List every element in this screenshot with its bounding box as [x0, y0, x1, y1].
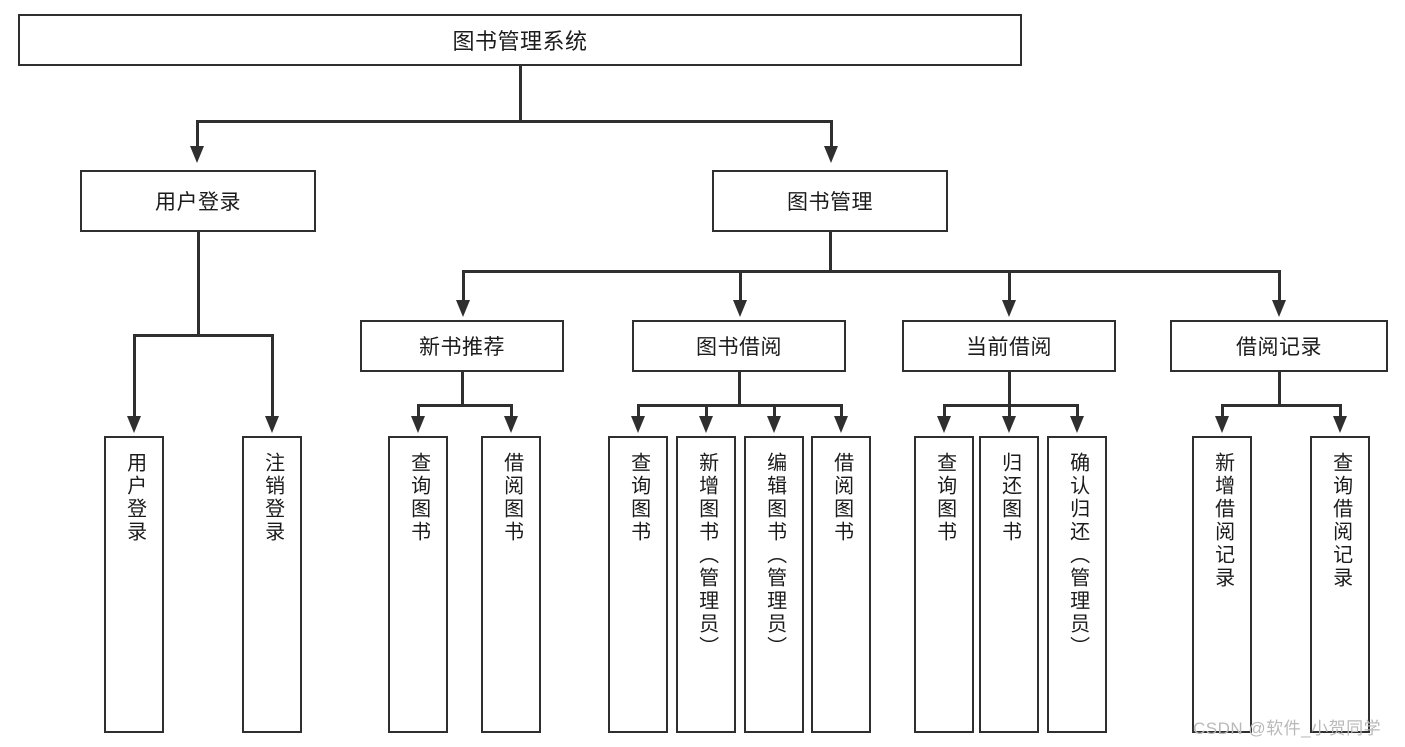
node-book-management[interactable]: 图书管理: [712, 170, 948, 232]
connector-borrow-record-leg-2: [1339, 404, 1342, 418]
connector-user-login-stem: [197, 232, 200, 336]
leaf-query-borrow-record[interactable]: 查询借阅记录: [1310, 436, 1370, 733]
leaf-add-borrow-record[interactable]: 新增借阅记录: [1192, 436, 1252, 733]
node-book-borrow[interactable]: 图书借阅: [632, 320, 846, 372]
node-label: 借阅图书: [500, 452, 523, 544]
leaf-borrow-book-recommend[interactable]: 借阅图书: [481, 436, 541, 733]
node-label: 确认归还（管理员）: [1066, 452, 1089, 659]
arrowhead-to-leaf-add-book: [699, 416, 713, 433]
connector-borrow-record-stem: [1278, 372, 1281, 406]
arrowhead-to-leaf-logout: [265, 416, 279, 433]
arrowhead-to-current-borrow: [1002, 300, 1016, 317]
connector-new-book-bus: [417, 404, 512, 407]
connector-book-borrow-leg-4: [840, 404, 843, 418]
connector-new-book-leg-2: [510, 404, 513, 418]
arrowhead-to-leaf-add-record: [1215, 416, 1229, 433]
connector-book-borrow-bus: [637, 404, 842, 407]
connector-book-manage-leg-1: [462, 270, 465, 302]
connector-new-book-stem: [461, 372, 464, 406]
arrowhead-to-book-manage: [824, 146, 838, 163]
connector-book-manage-leg-2: [739, 270, 742, 302]
connector-current-borrow-leg-3: [1076, 404, 1079, 418]
connector-root-leg-left: [196, 120, 199, 148]
node-label: 图书管理系统: [452, 29, 588, 54]
arrowhead-to-leaf-query-book-1: [411, 416, 425, 433]
connector-current-borrow-leg-2: [1008, 404, 1011, 418]
node-label: 编辑图书（管理员）: [763, 452, 786, 659]
connector-user-login-bus: [133, 334, 272, 337]
csdn-watermark: CSDN @软件_小贺同学: [1193, 719, 1382, 738]
node-label: 查询借阅记录: [1329, 452, 1352, 590]
connector-root-bus: [196, 120, 833, 123]
node-label: 图书借阅: [696, 336, 782, 359]
arrowhead-to-leaf-edit-book: [767, 416, 781, 433]
node-label: 注销登录: [261, 452, 284, 544]
leaf-borrow-book[interactable]: 借阅图书: [811, 436, 871, 733]
node-current-borrow[interactable]: 当前借阅: [902, 320, 1116, 372]
connector-book-manage-bus: [462, 270, 1280, 273]
node-label: 查询图书: [407, 452, 430, 544]
node-label: 归还图书: [998, 452, 1021, 544]
arrowhead-to-user-login: [190, 146, 204, 163]
leaf-add-book-admin[interactable]: 新增图书（管理员）: [676, 436, 736, 733]
connector-book-borrow-leg-3: [773, 404, 776, 418]
arrowhead-to-leaf-query-record: [1333, 416, 1347, 433]
node-label: 新书推荐: [419, 336, 505, 359]
node-user-login[interactable]: 用户登录: [80, 170, 316, 232]
node-root-system[interactable]: 图书管理系统: [18, 14, 1022, 66]
connector-root-stem: [519, 66, 522, 122]
node-label: 当前借阅: [966, 336, 1052, 359]
arrowhead-to-leaf-confirm-return: [1070, 416, 1084, 433]
node-new-book-recommend[interactable]: 新书推荐: [360, 320, 564, 372]
connector-current-borrow-bus: [943, 404, 1078, 407]
connector-book-manage-stem: [829, 232, 832, 272]
leaf-confirm-return-admin[interactable]: 确认归还（管理员）: [1047, 436, 1107, 733]
leaf-query-book-current[interactable]: 查询图书: [914, 436, 974, 733]
arrowhead-to-leaf-query-book-2: [631, 416, 645, 433]
connector-book-borrow-leg-1: [637, 404, 640, 418]
arrowhead-to-leaf-query-book-3: [937, 416, 951, 433]
leaf-logout[interactable]: 注销登录: [242, 436, 302, 733]
arrowhead-to-leaf-borrow-book-1: [504, 416, 518, 433]
node-label: 新增图书（管理员）: [695, 452, 718, 659]
leaf-edit-book-admin[interactable]: 编辑图书（管理员）: [744, 436, 804, 733]
node-label: 查询图书: [627, 452, 650, 544]
connector-borrow-record-leg-1: [1221, 404, 1224, 418]
arrowhead-to-leaf-user-login: [127, 416, 141, 433]
arrowhead-to-leaf-return-book: [1002, 416, 1016, 433]
arrowhead-to-new-book-recommend: [456, 300, 470, 317]
arrowhead-to-borrow-record: [1272, 300, 1286, 317]
leaf-query-book-borrow[interactable]: 查询图书: [608, 436, 668, 733]
node-label: 查询图书: [933, 452, 956, 544]
connector-new-book-leg-1: [417, 404, 420, 418]
node-label: 用户登录: [123, 452, 146, 544]
leaf-query-book-recommend[interactable]: 查询图书: [388, 436, 448, 733]
node-borrow-record[interactable]: 借阅记录: [1170, 320, 1388, 372]
node-label: 借阅图书: [830, 452, 853, 544]
connector-user-login-leg-2: [271, 334, 274, 418]
arrowhead-to-leaf-borrow-book-2: [834, 416, 848, 433]
connector-user-login-leg-1: [133, 334, 136, 418]
connector-root-leg-right: [830, 120, 833, 148]
leaf-user-login[interactable]: 用户登录: [104, 436, 164, 733]
arrowhead-to-book-borrow: [733, 300, 747, 317]
connector-current-borrow-stem: [1008, 372, 1011, 406]
leaf-return-book[interactable]: 归还图书: [979, 436, 1039, 733]
connector-book-borrow-leg-2: [705, 404, 708, 418]
node-label: 借阅记录: [1236, 336, 1322, 359]
connector-borrow-record-bus: [1221, 404, 1341, 407]
connector-book-manage-leg-3: [1008, 270, 1011, 302]
connector-book-borrow-stem: [738, 372, 741, 406]
connector-current-borrow-leg-1: [943, 404, 946, 418]
node-label: 图书管理: [787, 191, 873, 214]
connector-book-manage-leg-4: [1278, 270, 1281, 302]
node-label: 新增借阅记录: [1211, 452, 1234, 590]
node-label: 用户登录: [155, 191, 241, 214]
